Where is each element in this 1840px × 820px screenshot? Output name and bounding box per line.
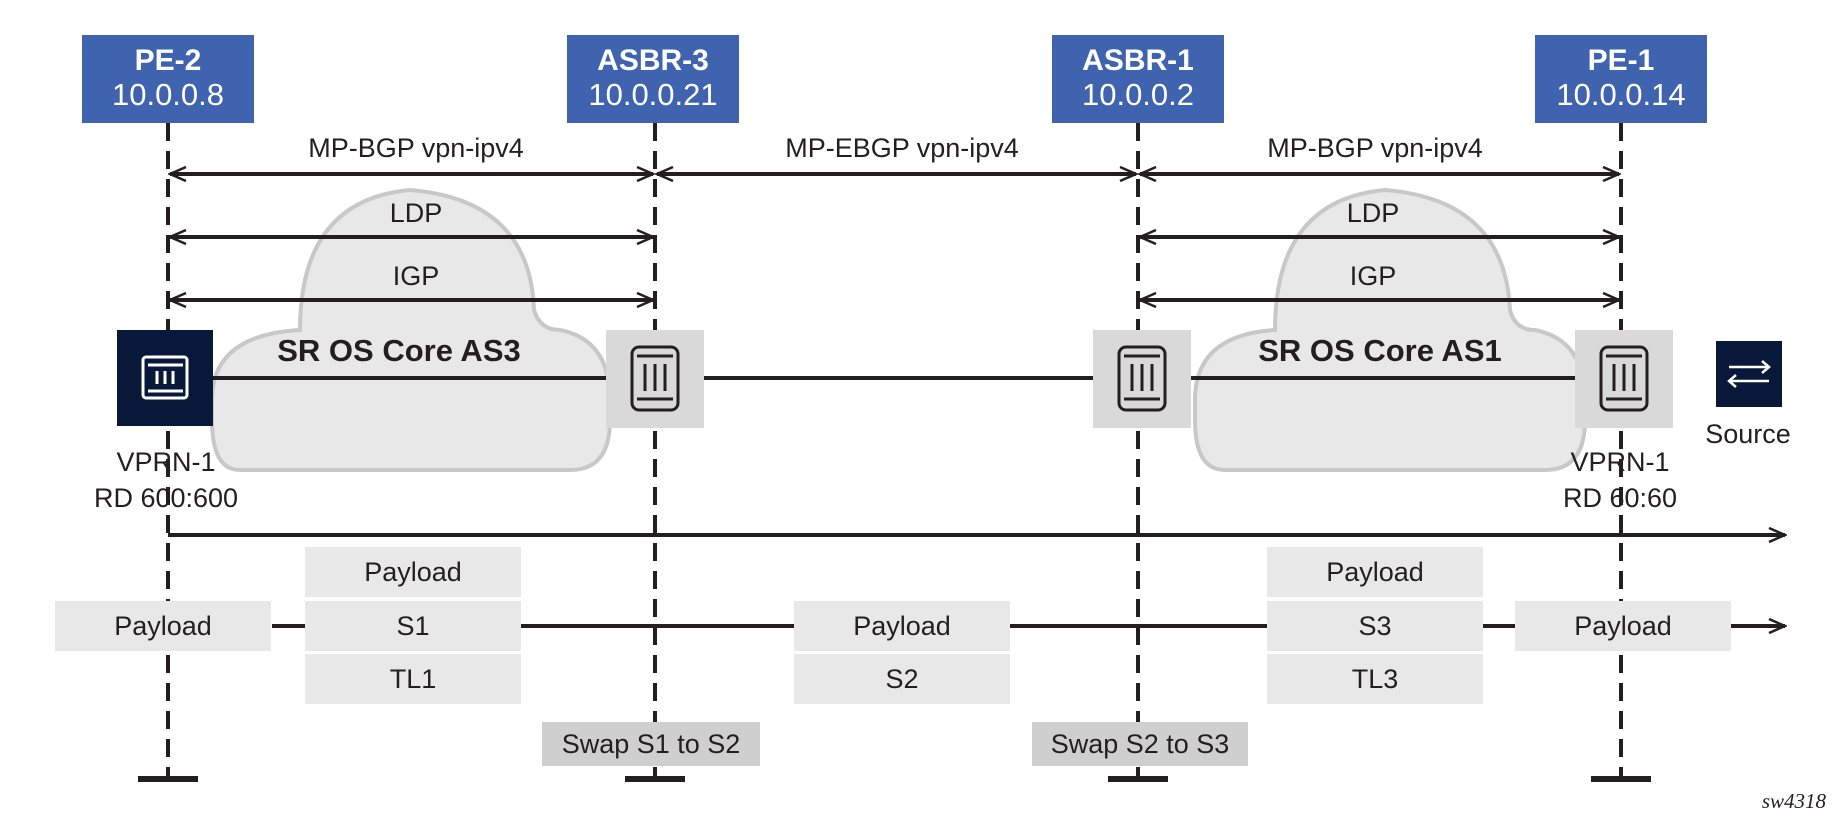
node-asbr1[interactable]: ASBR-1 10.0.0.2 (1052, 35, 1224, 123)
figure-id: sw4318 (1761, 789, 1826, 813)
left-igp-label: IGP (392, 261, 440, 291)
as1-payload-cell: Payload (1267, 547, 1483, 597)
node-name: ASBR-1 (1082, 44, 1194, 77)
router-icon (630, 345, 680, 412)
cloud-as1-label: SR OS Core AS1 (1258, 333, 1502, 368)
cloud-as1 (1193, 187, 1587, 472)
as3-tl1-cell: TL1 (305, 654, 521, 704)
as3-payload-cell: Payload (305, 547, 521, 597)
source-label: Source (1705, 419, 1791, 449)
node-ip: 10.0.0.14 (1556, 77, 1686, 112)
left-ldp-label: LDP (389, 198, 443, 228)
node-ip: 10.0.0.2 (1081, 77, 1195, 112)
cloud-as3-label: SR OS Core AS3 (277, 333, 521, 368)
right-ldp-label: LDP (1346, 198, 1400, 228)
right-igp-label: IGP (1349, 261, 1397, 291)
node-pe1[interactable]: PE-1 10.0.0.14 (1535, 35, 1707, 123)
inter-as-s2-cell: S2 (794, 654, 1010, 704)
node-pe2[interactable]: PE-2 10.0.0.8 (82, 35, 254, 123)
asbr1-swap-label: Swap S2 to S3 (1032, 722, 1248, 766)
router-icon (1599, 345, 1649, 412)
inter-as-payload-cell: Payload (794, 601, 1010, 651)
vprn-right-name: VPRN-1 (1570, 447, 1670, 477)
ebgp-label: MP-EBGP vpn-ipv4 (785, 133, 1019, 163)
asbr3-swap-label: Swap S1 to S2 (542, 722, 760, 766)
node-ip: 10.0.0.8 (111, 77, 225, 112)
source-device[interactable] (1716, 341, 1782, 407)
as1-tl3-cell: TL3 (1267, 654, 1483, 704)
as3-s1-cell: S1 (305, 601, 521, 651)
right-bgp-label: MP-BGP vpn-ipv4 (1267, 133, 1483, 163)
pe2-payload-cell: Payload (55, 601, 271, 651)
router-icon (1117, 345, 1167, 412)
node-ip: 10.0.0.21 (588, 77, 718, 112)
router-icon (141, 355, 189, 400)
node-asbr3[interactable]: ASBR-3 10.0.0.21 (567, 35, 739, 123)
as1-s3-cell: S3 (1267, 601, 1483, 651)
left-bgp-label: MP-BGP vpn-ipv4 (308, 133, 524, 163)
cloud-as3 (210, 187, 612, 472)
node-name: PE-1 (1587, 44, 1655, 77)
vprn-left-name: VPRN-1 (116, 447, 216, 477)
node-name: PE-2 (134, 44, 202, 77)
vprn-left-rd: RD 600:600 (93, 483, 239, 513)
vprn-right-rd: RD 60:60 (1562, 483, 1678, 513)
bidirectional-arrows-icon (1727, 360, 1771, 388)
pe1-payload-cell: Payload (1515, 601, 1731, 651)
node-name: ASBR-3 (597, 44, 709, 77)
